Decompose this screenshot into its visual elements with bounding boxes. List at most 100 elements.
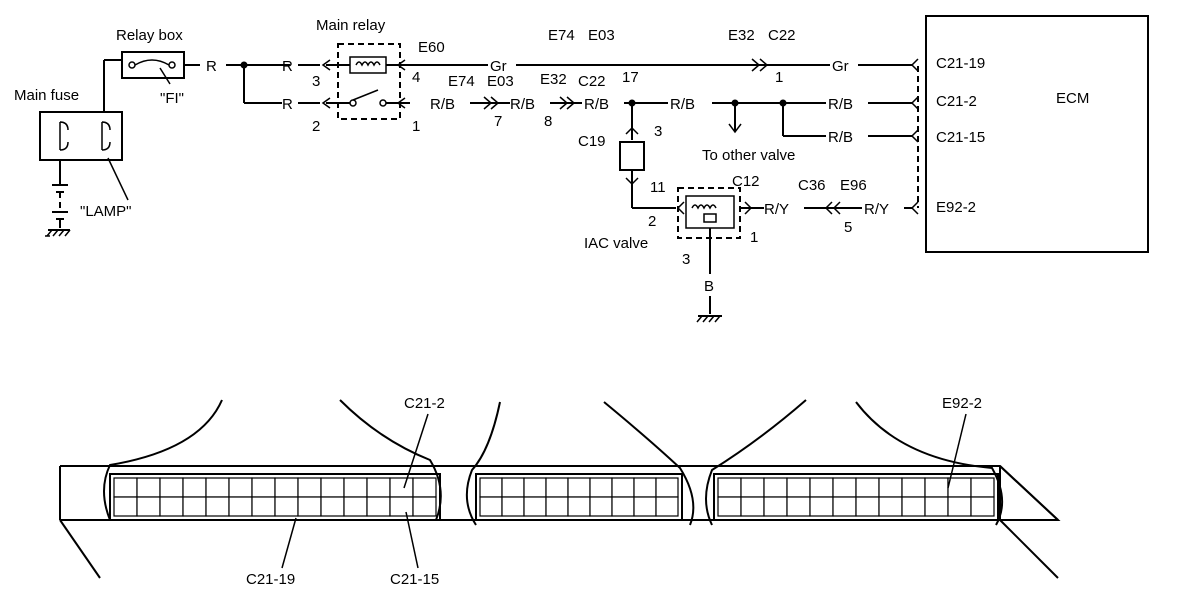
connector-cavity bbox=[878, 496, 903, 517]
connector-cavity bbox=[251, 477, 276, 498]
ground-icon-iac bbox=[696, 315, 722, 323]
ry-connector-icon bbox=[824, 201, 841, 215]
main-relay bbox=[321, 43, 410, 120]
connector-cavity bbox=[611, 496, 635, 517]
connector-cavity bbox=[970, 496, 995, 517]
lamp-label: "LAMP" bbox=[80, 203, 132, 220]
terminal-c21-2: C21-2 bbox=[936, 93, 977, 110]
connector-c21-grid bbox=[109, 473, 441, 521]
wire-r-3: R bbox=[282, 96, 293, 113]
connector-cavity bbox=[523, 496, 547, 517]
rb-connector-icon-1 bbox=[483, 96, 500, 110]
lamp-pointer bbox=[107, 157, 129, 201]
connector-cavity bbox=[901, 496, 926, 517]
connector-cavity bbox=[567, 496, 591, 517]
connector-cavity bbox=[274, 496, 299, 517]
connector-cavity bbox=[545, 496, 569, 517]
terminal-c21-19: C21-19 bbox=[936, 55, 985, 72]
connector-cavity bbox=[251, 496, 276, 517]
ecm-box bbox=[925, 15, 1149, 253]
connector-cavity bbox=[389, 477, 414, 498]
connector-cavity bbox=[136, 496, 161, 517]
connector-c22-mid: C22 bbox=[578, 73, 606, 90]
connector-cavity bbox=[763, 496, 788, 517]
connector-cavity bbox=[159, 496, 184, 517]
connector-cavity bbox=[366, 496, 391, 517]
connector-cavity bbox=[717, 496, 742, 517]
wire-r-1: R bbox=[206, 58, 217, 75]
harness-middle bbox=[465, 401, 695, 526]
connector-c36: C36 bbox=[798, 177, 826, 194]
connector-cavity bbox=[228, 496, 253, 517]
connector-e74-mid: E74 bbox=[448, 73, 475, 90]
connector-cavity bbox=[832, 477, 857, 498]
view-label-c21-2: C21-2 bbox=[404, 395, 445, 412]
iac-pin-1: 1 bbox=[750, 229, 758, 246]
wire-gr-2: Gr bbox=[832, 58, 849, 75]
connector-cavity bbox=[389, 496, 414, 517]
connector-e92-grid bbox=[713, 473, 999, 521]
connector-cavity bbox=[589, 496, 613, 517]
view-label-c21-19: C21-19 bbox=[246, 571, 295, 588]
connector-cavity bbox=[970, 477, 995, 498]
wire-b: B bbox=[704, 278, 714, 295]
rb-connector-icon-2 bbox=[559, 96, 576, 110]
wire-rb-1: R/B bbox=[430, 96, 455, 113]
connector-cavity bbox=[832, 496, 857, 517]
connector-cavity bbox=[182, 477, 207, 498]
connector-cavity bbox=[786, 477, 811, 498]
connector-e32-mid: E32 bbox=[540, 71, 567, 88]
pin-8: 8 bbox=[544, 113, 552, 130]
connector-cavity bbox=[479, 496, 503, 517]
connector-cavity bbox=[855, 477, 880, 498]
wire-rb-2: R/B bbox=[510, 96, 535, 113]
connector-cavity bbox=[136, 477, 161, 498]
connector-cavity bbox=[809, 477, 834, 498]
relay-pin-4: 4 bbox=[412, 69, 420, 86]
relay-pin-2: 2 bbox=[312, 118, 320, 135]
connector-cavity bbox=[589, 477, 613, 498]
connector-cavity bbox=[567, 477, 591, 498]
connector-cavity bbox=[412, 477, 437, 498]
c19-pin-11: 11 bbox=[650, 179, 666, 196]
connector-cavity bbox=[501, 477, 525, 498]
connector-cavity bbox=[786, 496, 811, 517]
connector-cavity bbox=[924, 496, 949, 517]
connector-cavity bbox=[479, 477, 503, 498]
main-fuse-label: Main fuse bbox=[14, 87, 79, 104]
connector-e32-top: E32 bbox=[728, 27, 755, 44]
connector-cavity bbox=[113, 496, 138, 517]
connector-cavity bbox=[633, 477, 657, 498]
connector-e74-top: E74 bbox=[548, 27, 575, 44]
connector-cavity bbox=[366, 477, 391, 498]
connector-cavity bbox=[159, 477, 184, 498]
connector-cavity bbox=[717, 477, 742, 498]
connector-cavity bbox=[113, 477, 138, 498]
pin-7: 7 bbox=[494, 113, 502, 130]
relay-pin-1: 1 bbox=[412, 118, 420, 135]
wire-ry-1: R/Y bbox=[764, 201, 789, 218]
pin-17: 17 bbox=[622, 69, 639, 86]
connector-cavity bbox=[545, 477, 569, 498]
connector-cavity bbox=[320, 496, 345, 517]
connector-cavity bbox=[343, 477, 368, 498]
view-label-e92-2: E92-2 bbox=[942, 395, 982, 412]
connector-cavity bbox=[297, 477, 322, 498]
pin-5: 5 bbox=[844, 219, 852, 236]
connector-cavity bbox=[205, 496, 230, 517]
fi-pointer bbox=[159, 67, 171, 85]
main-relay-label: Main relay bbox=[316, 17, 386, 34]
connector-cavity bbox=[740, 496, 765, 517]
fi-label: "FI" bbox=[160, 90, 184, 107]
connector-cavity bbox=[763, 477, 788, 498]
c19-pin-3: 3 bbox=[654, 123, 662, 140]
connector-cavity bbox=[343, 496, 368, 517]
ground-icon bbox=[45, 229, 71, 237]
connector-cavity bbox=[412, 496, 437, 517]
connector-cavity bbox=[205, 477, 230, 498]
connector-outline bbox=[475, 473, 683, 521]
relay-box-label: Relay box bbox=[116, 27, 183, 44]
connector-cavity bbox=[320, 477, 345, 498]
connector-cavity bbox=[182, 496, 207, 517]
